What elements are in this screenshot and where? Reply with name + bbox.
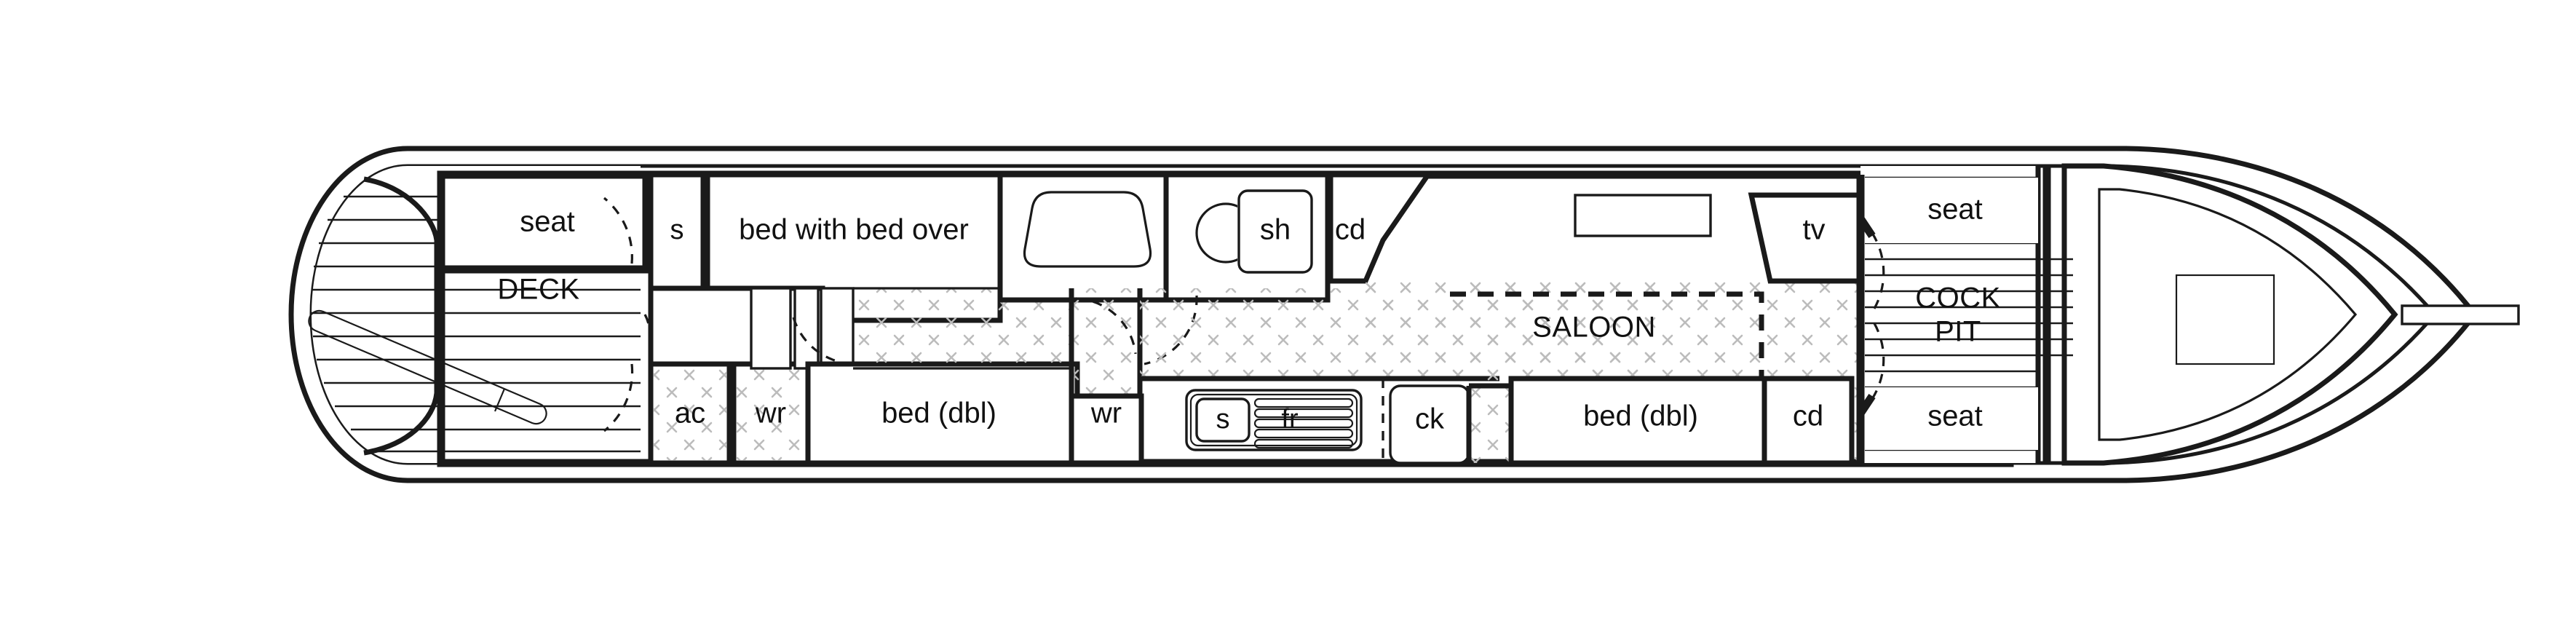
aft-washroom-cell: wr xyxy=(731,361,811,466)
stern-door-swing xyxy=(603,197,633,264)
saloon-label: SALOON xyxy=(1532,312,1656,344)
sink-label: s xyxy=(1216,404,1230,435)
shower-label: sh xyxy=(1260,214,1291,246)
tv-cabinet: tv xyxy=(1748,192,1863,284)
sink-bowl-icon xyxy=(1195,397,1251,443)
tv-label: tv xyxy=(1802,214,1825,246)
gas-locker-icon xyxy=(2175,274,2275,365)
fwd-cupboard-label: cd xyxy=(1793,400,1823,432)
aft-double-bed-label: bed (dbl) xyxy=(881,397,996,430)
cockpit-seat-aft-label: seat xyxy=(1927,400,1983,432)
fwd-double-bed: bed (dbl) xyxy=(1508,376,1773,466)
aft-lobby-swing xyxy=(643,314,651,343)
shower-tray-icon xyxy=(1237,189,1313,274)
stern-door-swing-lower xyxy=(603,363,634,432)
stern-seat-box: seat xyxy=(437,170,651,274)
bow-well xyxy=(2061,163,2398,466)
aft-double-bed: bed (dbl) xyxy=(805,361,1080,466)
stern-deck-label: DECK xyxy=(497,274,579,306)
galley-cupboard: cd xyxy=(1328,172,1433,284)
fwd-cupboard-cell: cd xyxy=(1761,376,1855,466)
cockpit-door-swing-lower xyxy=(1869,317,1885,400)
fridge-label: fr xyxy=(1281,404,1299,435)
cockpit-label-line1: COCK xyxy=(1915,282,2001,314)
aft-corridor-partitions xyxy=(750,287,855,370)
aft-bunk-label: bed with bed over xyxy=(739,214,969,246)
cockpit-label-line2: PIT xyxy=(1935,316,1981,348)
sink-drainer-icon xyxy=(1253,397,1354,449)
cockpit-area: seat seat COCK PIT xyxy=(1856,166,2073,463)
cooker-cell: ck xyxy=(1389,384,1470,464)
toilet-icon xyxy=(1023,191,1152,268)
ac-label: ac xyxy=(675,397,705,430)
aft-storage-label: s xyxy=(670,215,684,245)
cockpit-door-swing-upper xyxy=(1869,232,1885,315)
cockpit-seat-forward-label: seat xyxy=(1927,194,1983,226)
cockpit-seat-aft xyxy=(1865,387,2038,450)
galley-counter: s fr xyxy=(1140,376,1499,463)
toilet-compartment xyxy=(997,172,1169,303)
stern-seat-label: seat xyxy=(520,206,575,238)
bow-fender xyxy=(2401,304,2520,325)
fwd-double-bed-label: bed (dbl) xyxy=(1583,400,1698,432)
mid-washroom-label: wr xyxy=(1090,397,1122,430)
saloon-partition-dashed xyxy=(1450,291,1764,379)
tiller-arm xyxy=(308,309,547,425)
mid-corridor-floor xyxy=(1069,288,1143,396)
cockpit-seat-forward xyxy=(1865,178,2038,243)
cooker-label: ck xyxy=(1415,403,1445,435)
mid-corridor-swing-a xyxy=(1075,297,1137,355)
ac-cell: ac xyxy=(648,361,732,466)
saloon-table-icon xyxy=(1574,194,1712,237)
galley-cupboard-label: cd xyxy=(1335,214,1366,246)
cockpit-door-leaf-lower xyxy=(1857,393,1876,416)
aft-washroom-label: wr xyxy=(755,397,786,430)
cockpit-door-leaf-upper xyxy=(1857,215,1876,239)
mid-washroom-cell: wr xyxy=(1069,393,1144,466)
